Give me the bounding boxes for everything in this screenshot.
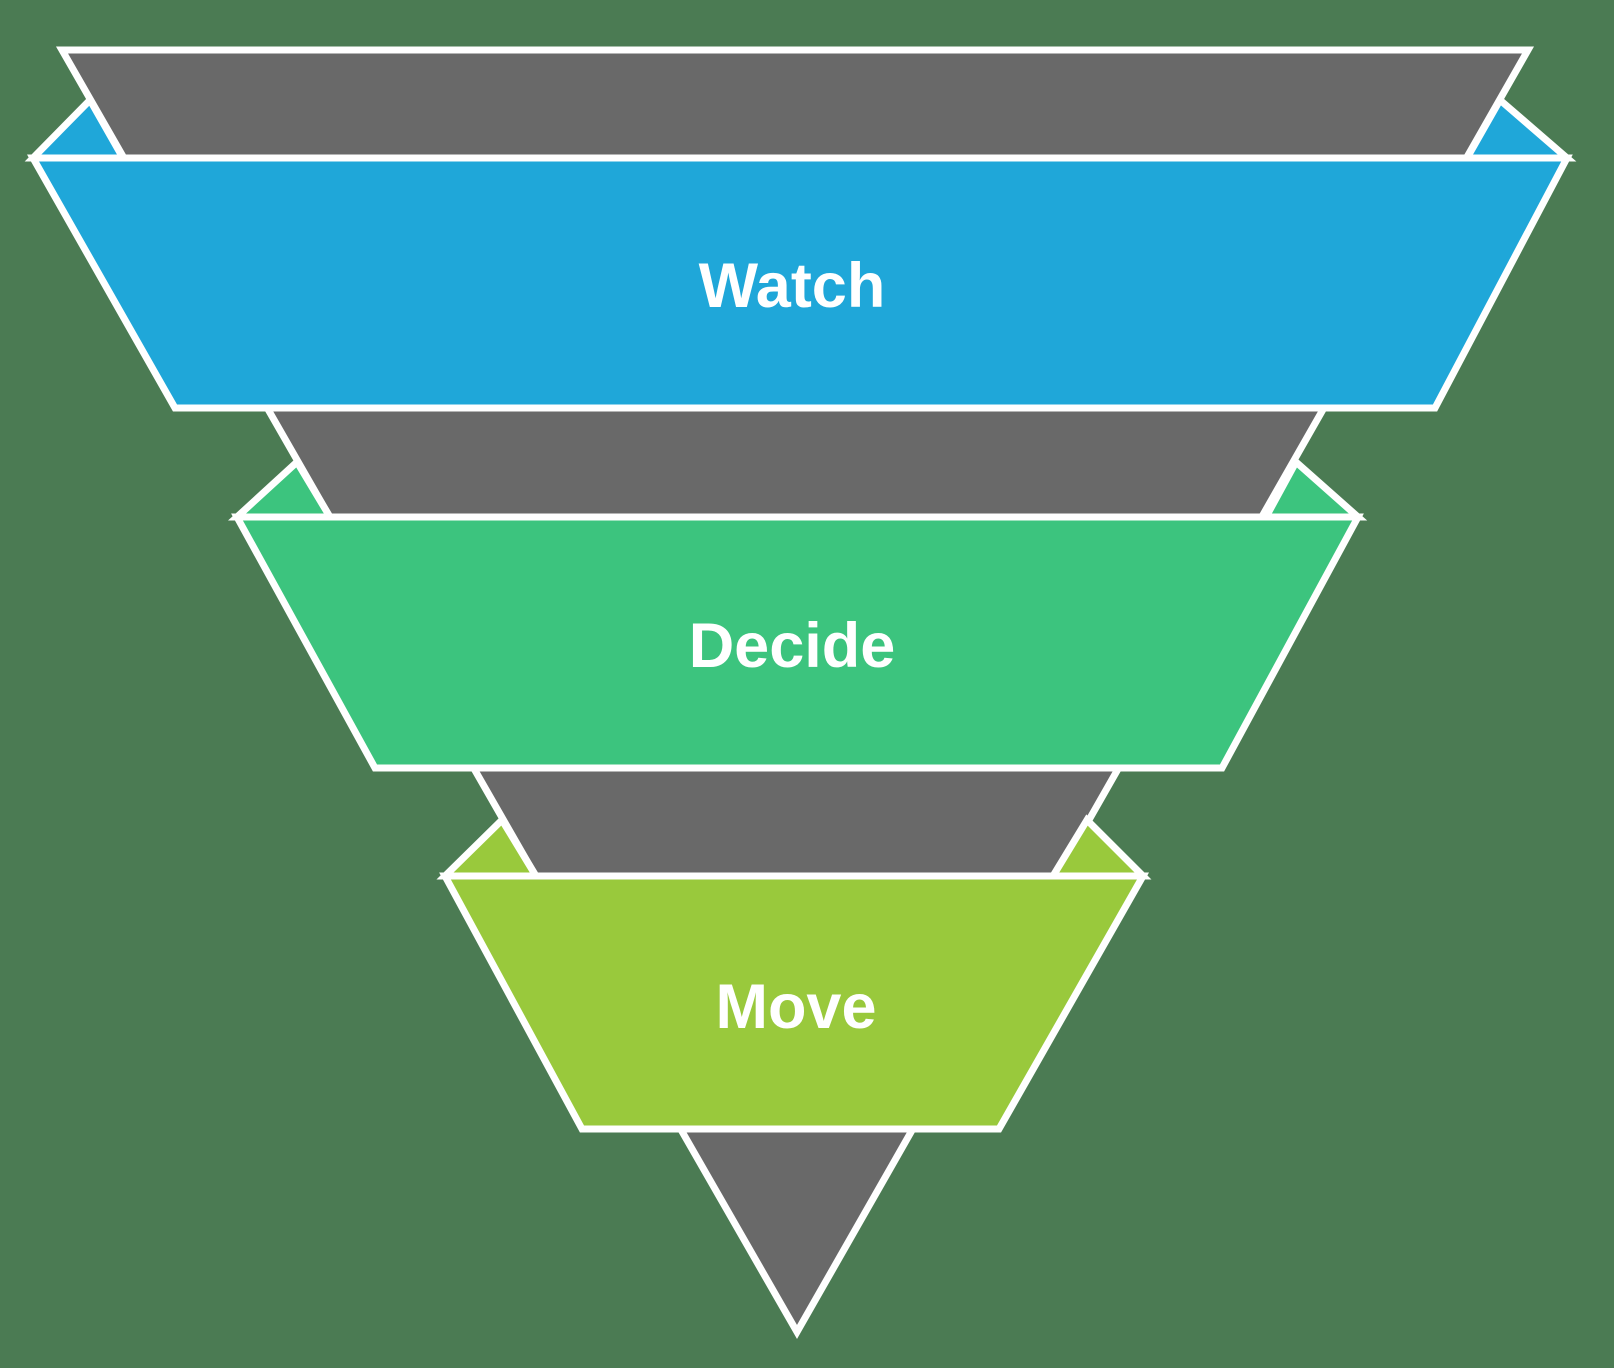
- stage-decide-band: [231, 513, 1364, 772]
- funnel-shapes: [24, 46, 1577, 1340]
- stage-move-label: Move: [715, 972, 876, 1042]
- stage-decide-ribbon: [228, 456, 1368, 772]
- stage-labels: Watch Decide Move: [689, 251, 896, 1042]
- stage-move-band: [439, 872, 1150, 1133]
- stage-watch-ribbon: [24, 94, 1577, 412]
- stage-move-ribbon: [436, 814, 1152, 1133]
- stage-watch-label: Watch: [699, 251, 886, 321]
- stage-decide-label: Decide: [689, 611, 896, 681]
- stage-watch-band: [26, 154, 1573, 412]
